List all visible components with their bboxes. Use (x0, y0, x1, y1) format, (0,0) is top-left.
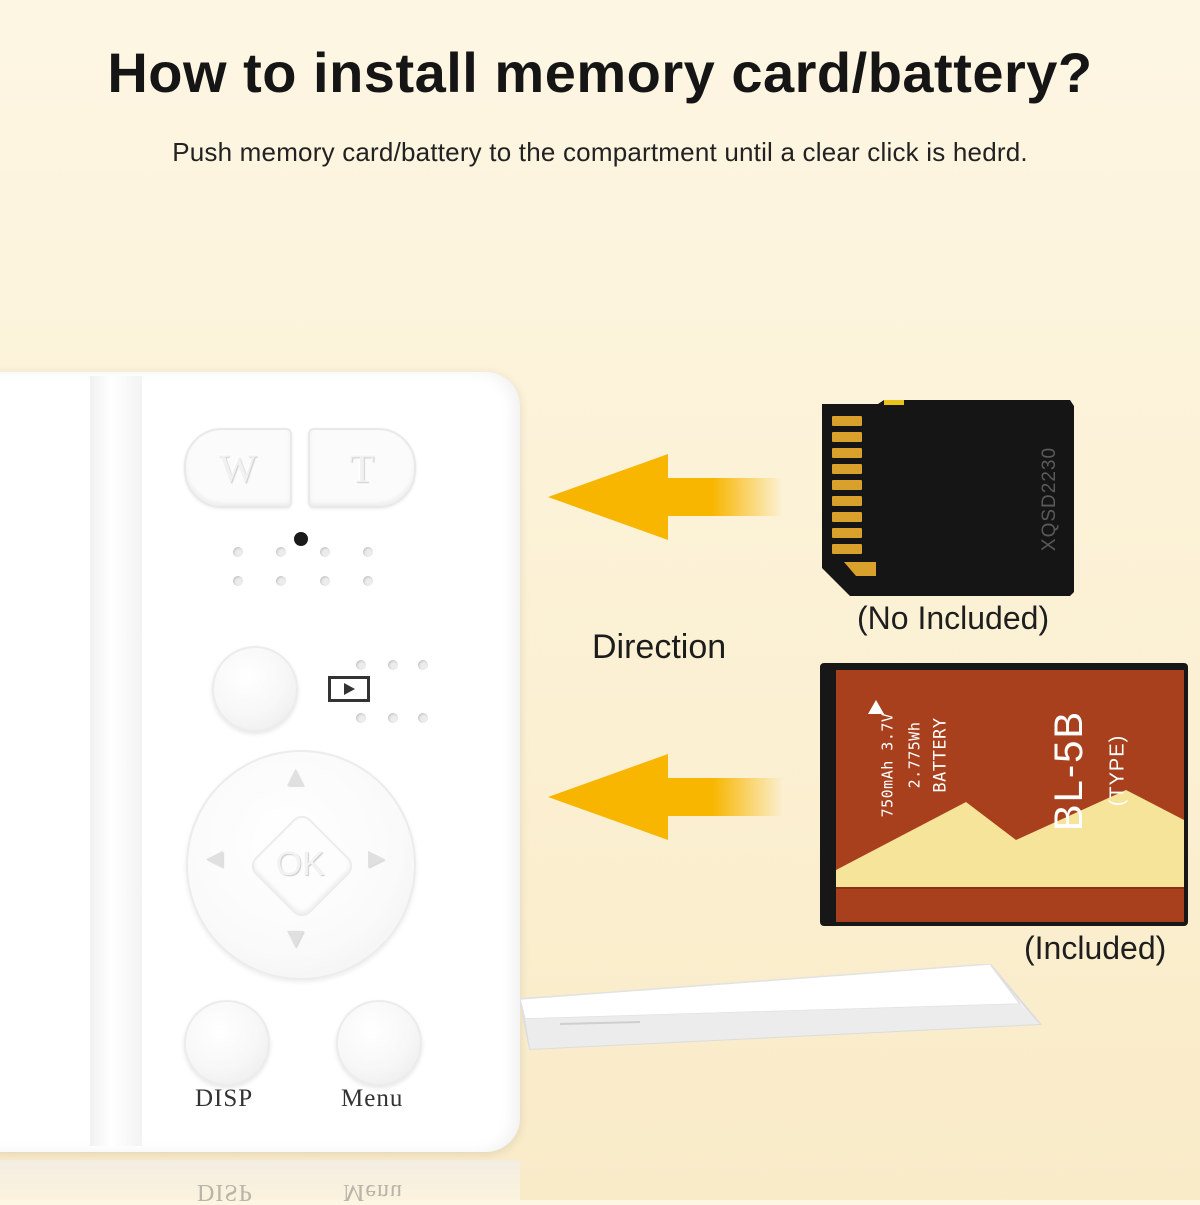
camera-reflection (0, 1160, 520, 1200)
speaker-hole (418, 660, 428, 670)
battery-spec: 750mAh 3.7V (878, 712, 896, 818)
zoom-tele-button[interactable]: T (308, 428, 416, 508)
speaker-hole (388, 713, 398, 723)
speaker-hole (363, 576, 373, 586)
speaker-hole (388, 660, 398, 670)
speaker-hole (276, 547, 286, 557)
sd-card-model: XQSD2230 (1039, 446, 1060, 552)
page-title: How to install memory card/battery? (107, 41, 1093, 104)
battery-door[interactable] (520, 964, 1050, 1074)
arrow-down-icon[interactable]: ▼ (287, 926, 304, 951)
battery-label-graphic (836, 670, 1184, 922)
disp-button[interactable] (184, 1000, 270, 1086)
playback-button[interactable] (212, 646, 298, 732)
arrow-up-icon[interactable]: ▲ (287, 764, 304, 789)
camera-groove (90, 376, 142, 1146)
menu-reflection: Menu (343, 1179, 403, 1205)
battery-note: (Included) (1024, 930, 1167, 966)
direction-label: Direction (592, 628, 727, 666)
ok-button[interactable]: OK (246, 810, 358, 922)
zoom-wide-label: W (219, 445, 257, 491)
arrow-right-icon[interactable]: ▶ (368, 846, 385, 871)
sd-card (822, 400, 1074, 596)
arrow-left-icon[interactable]: ◀ (206, 846, 223, 871)
menu-button[interactable] (336, 1000, 422, 1086)
speaker-hole (320, 547, 330, 557)
battery-type: (TYPE) (1106, 734, 1129, 806)
speaker-hole (233, 547, 243, 557)
zoom-wide-button[interactable]: W (184, 428, 292, 508)
battery-capacity: 2.775Wh (905, 721, 923, 789)
sd-card-note: (No Included) (857, 600, 1050, 636)
page-subtitle: Push memory card/battery to the compartm… (172, 137, 1028, 167)
disp-label: DISP (195, 1085, 254, 1112)
microphone-dot (294, 532, 308, 546)
play-icon (328, 676, 370, 702)
speaker-hole (356, 713, 366, 723)
speaker-hole (418, 713, 428, 723)
speaker-hole (276, 576, 286, 586)
ok-label: OK (275, 844, 325, 883)
disp-reflection: DISP (197, 1179, 254, 1205)
speaker-hole (233, 576, 243, 586)
insert-arrow-icon (548, 454, 783, 540)
speaker-hole (363, 547, 373, 557)
battery-label: BATTERY (931, 717, 951, 793)
menu-label: Menu (341, 1085, 404, 1112)
insert-arrow-icon (548, 754, 783, 840)
speaker-hole (356, 660, 366, 670)
zoom-tele-label: T (349, 445, 375, 491)
speaker-hole (320, 576, 330, 586)
